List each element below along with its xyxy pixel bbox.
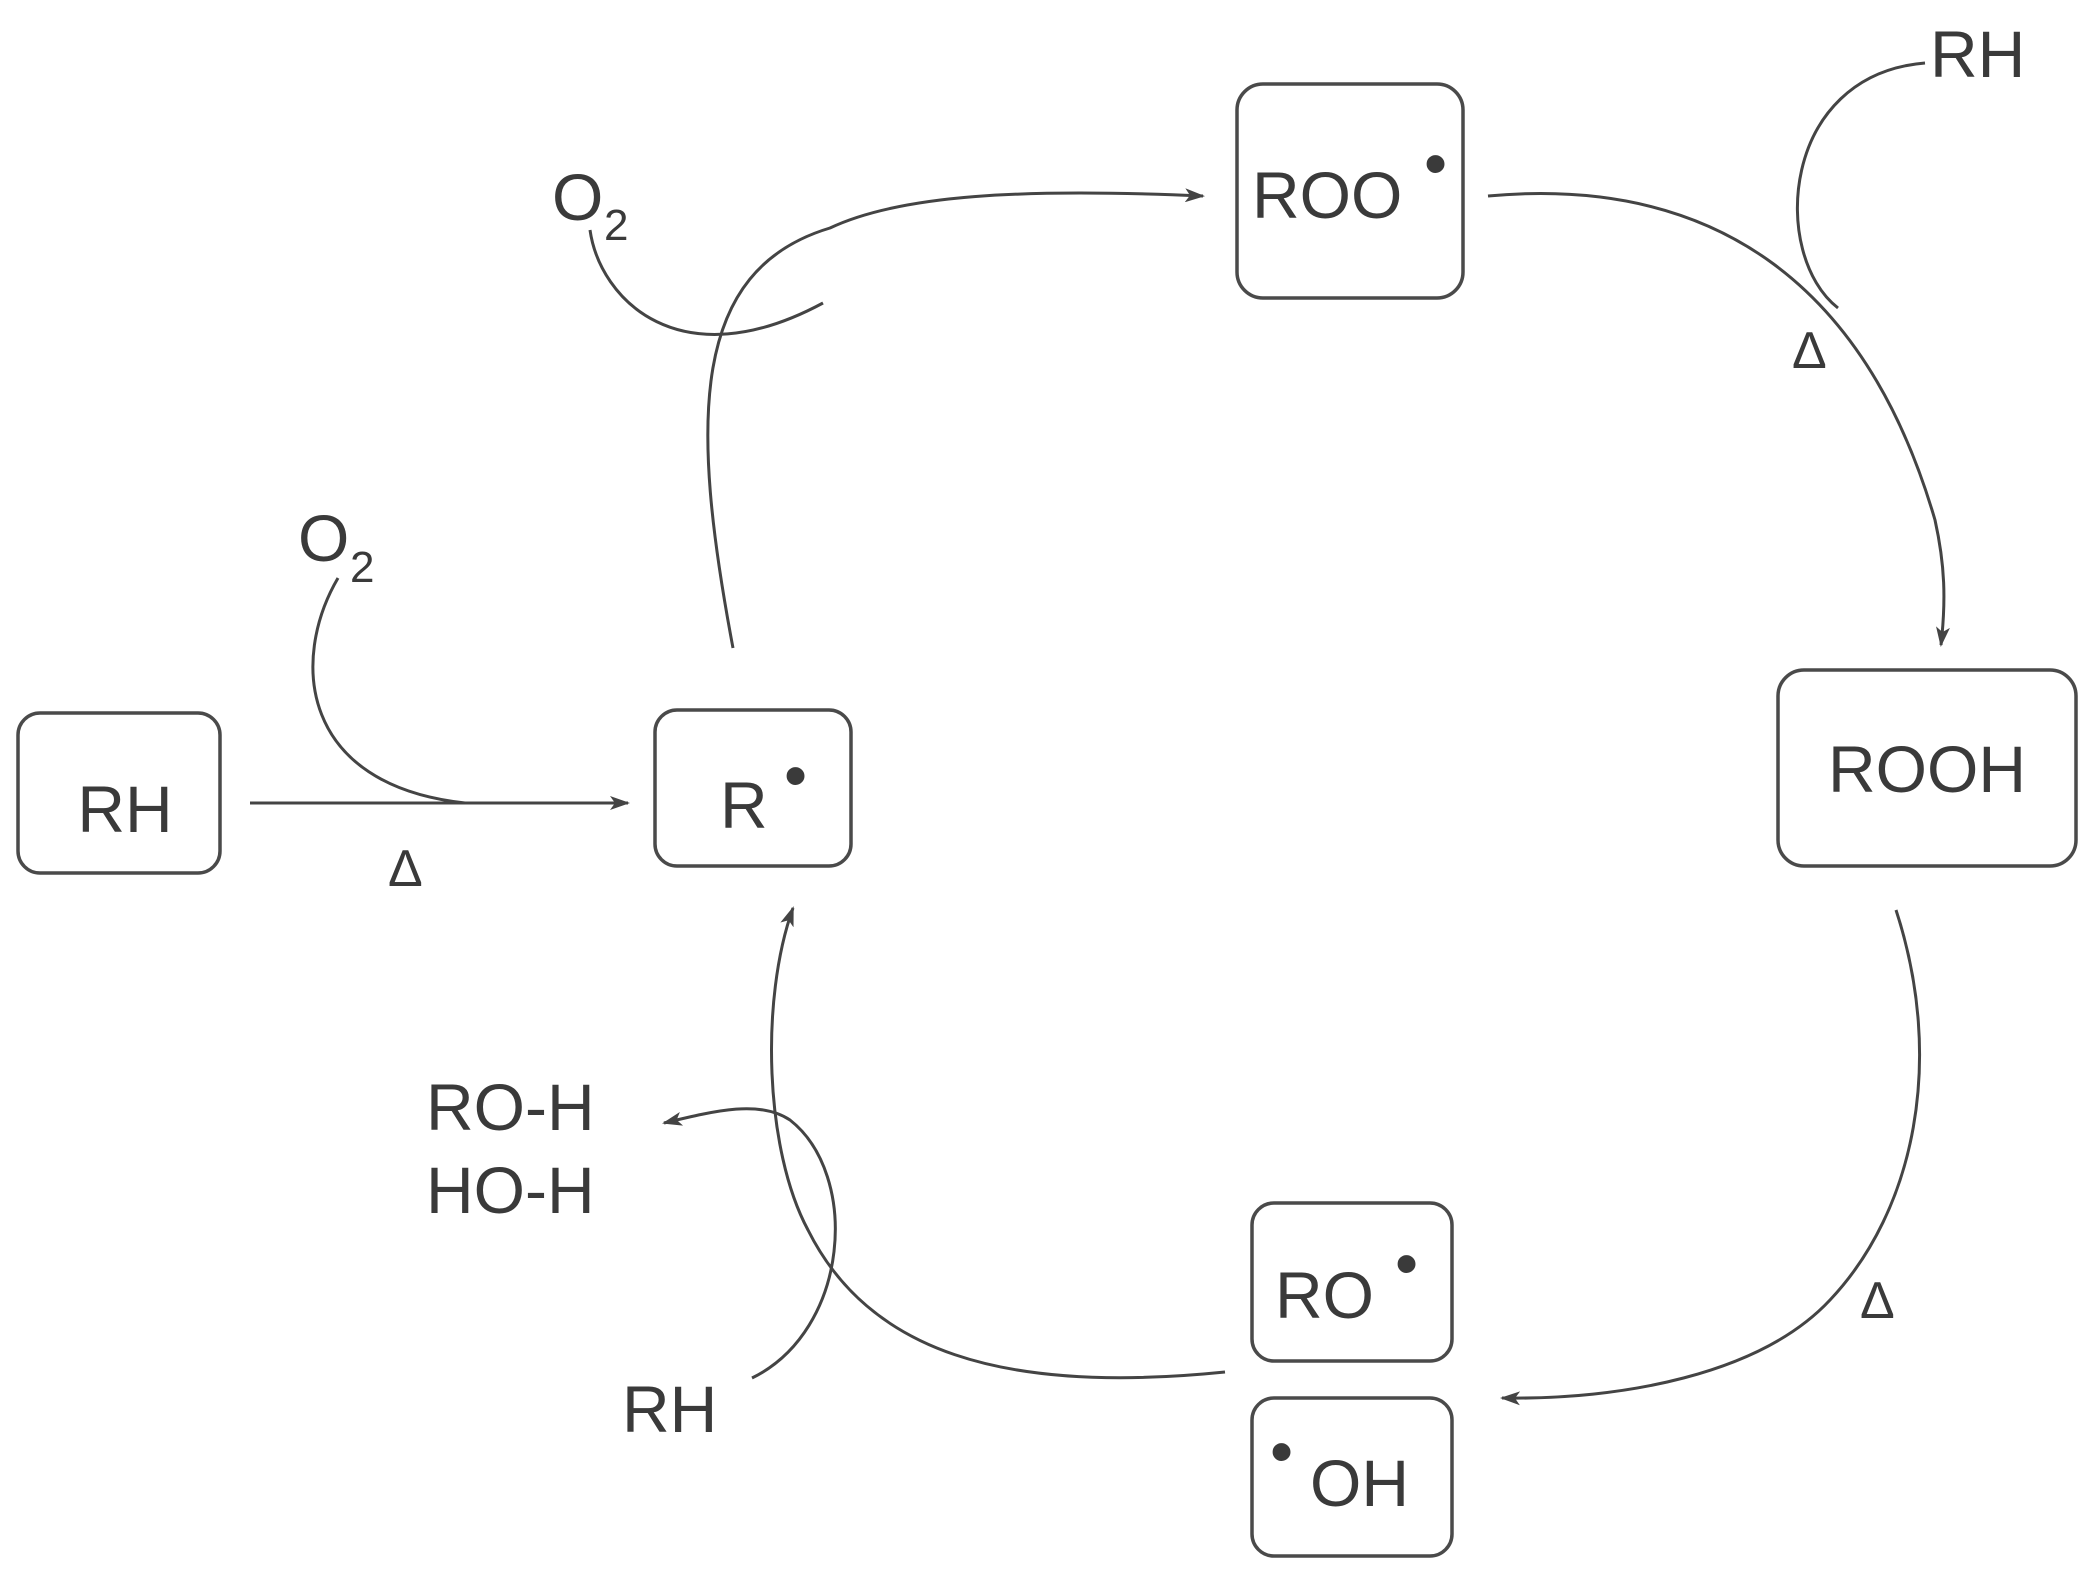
roo-radical-label: ROO <box>1252 158 1402 232</box>
svg-text:2: 2 <box>604 201 628 250</box>
heat-propagation: Δ <box>1792 322 1827 380</box>
r-radical-dot: • <box>784 738 807 812</box>
rh-abstraction-curve <box>1795 61 1926 310</box>
ro-radical-dot: • <box>1395 1226 1418 1300</box>
product-ro-h: RO-H <box>426 1070 595 1144</box>
o2-propagation-reagent: O 2 <box>552 160 628 250</box>
svg-text:O: O <box>552 160 603 234</box>
arc-roo-to-rooh <box>1487 192 1950 647</box>
ro-radical-label: RO <box>1275 1258 1374 1332</box>
oh-radical-box: • OH <box>1250 1396 1454 1558</box>
o2-initiation-curve <box>311 577 466 805</box>
ro-radical-box: RO • <box>1250 1201 1454 1363</box>
svg-text:O: O <box>298 501 349 575</box>
rh-product-curve <box>662 1107 837 1380</box>
heat-decomposition: Δ <box>1860 1272 1895 1330</box>
rooh-box: ROOH <box>1776 668 2078 868</box>
oh-radical-label: OH <box>1310 1446 1409 1520</box>
roo-radical-box: ROO • <box>1235 82 1465 300</box>
r-radical-box: R • <box>653 708 853 868</box>
r-radical-label: R <box>720 768 768 842</box>
rooh-label: ROOH <box>1828 732 2026 806</box>
o2-initiation-reagent: O 2 <box>298 501 374 592</box>
oh-radical-dot: • <box>1270 1414 1293 1488</box>
rh-label: RH <box>77 772 172 846</box>
arc-r-to-roo <box>706 188 1205 649</box>
rh-bottom-reagent: RH <box>622 1372 717 1446</box>
arc-rooh-to-ro-oh <box>1500 909 1922 1406</box>
heat-initiation: Δ <box>388 840 423 898</box>
svg-text:2: 2 <box>350 543 374 592</box>
rh-box: RH <box>16 711 222 875</box>
o2-propagation-curve <box>588 229 824 336</box>
arc-ro-oh-to-r <box>770 906 1226 1380</box>
roo-radical-dot: • <box>1424 126 1447 200</box>
rh-top-reagent: RH <box>1930 17 2025 91</box>
product-ho-h: HO-H <box>426 1153 595 1227</box>
